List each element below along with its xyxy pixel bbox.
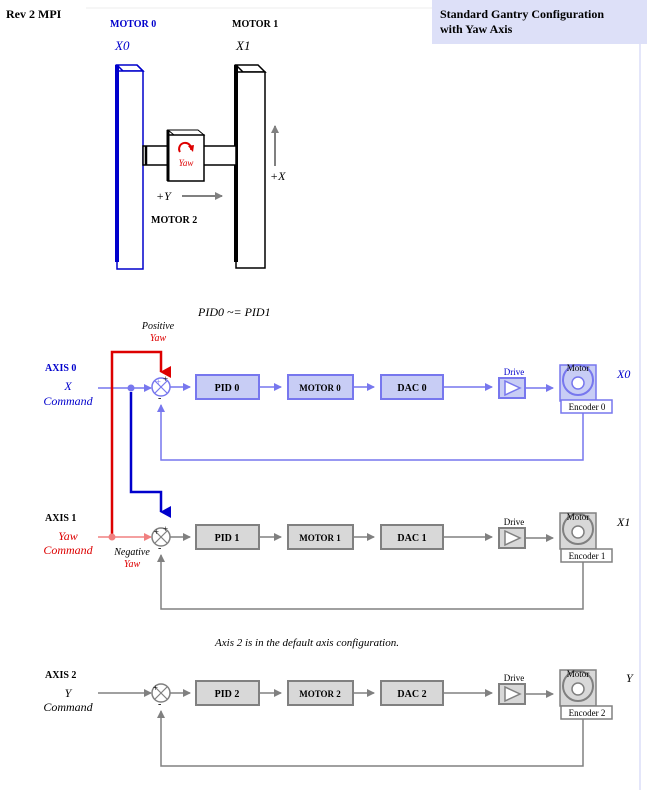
axis1-drive-label: Drive (504, 517, 525, 527)
axis2-dac-block (380, 680, 444, 706)
axis0-plus-left: + (156, 377, 161, 387)
axis2-note: Axis 2 is in the default axis configurat… (214, 637, 399, 649)
axis0-minus: - (158, 393, 161, 404)
axis0-dac-label: DAC 0 (397, 383, 426, 394)
axis0-encoder-label: Encoder 0 (569, 402, 606, 412)
title-line-2: with Yaw Axis (440, 22, 513, 36)
axis0-name: AXIS 0 (45, 363, 76, 374)
x1-label: X1 (235, 38, 250, 53)
axis2-command-1: Y (65, 686, 73, 700)
axis1-dac-label: DAC 1 (397, 533, 426, 544)
revision-label: Rev 2 MPI (6, 7, 62, 21)
axis0-feedback-path (157, 404, 584, 461)
axis0-command-1: X (63, 379, 72, 393)
axis1-motor-label: MOTOR 1 (299, 533, 341, 543)
axis1-plus-left: + (154, 527, 159, 537)
axis1-pid-label: PID 1 (215, 533, 240, 544)
axis1-motor-text: Motor (567, 512, 590, 522)
title-box: Standard Gantry Configuration with Yaw A… (432, 0, 647, 44)
axis1-feedback-path (157, 554, 584, 610)
axis2-dac-label: DAC 2 (397, 689, 426, 700)
axis1-output: X1 (616, 515, 630, 529)
axis1-command-2: Command (43, 543, 93, 557)
axis0-pid-label: PID 0 (215, 383, 240, 394)
axis2-pid-block (195, 680, 260, 706)
axis2-motor-label: MOTOR 2 (299, 689, 341, 699)
axis1-plus-top: + (163, 524, 168, 534)
yaw-carriage-label: Yaw (179, 158, 194, 168)
axis2-motor-text: Motor (567, 669, 590, 679)
axis0-motor-label: MOTOR 0 (299, 383, 341, 393)
axis2-encoder-block (560, 705, 613, 720)
motor0-column (116, 70, 144, 270)
axis0-drive-label: Drive (504, 367, 525, 377)
axis2-loop (98, 669, 613, 767)
axis0-plus-top: + (163, 374, 168, 384)
plus-x-label: +X (270, 169, 286, 183)
axis1-minus: - (158, 543, 161, 554)
axis2-encoder-label: Encoder 2 (569, 708, 606, 718)
motor0-label: MOTOR 0 (110, 19, 156, 30)
motor1-column (235, 71, 266, 269)
axis0-pid-block (195, 374, 260, 400)
x0-label: X0 (114, 38, 130, 53)
axis0-output: X0 (616, 367, 630, 381)
positive-yaw-line1: Positive (141, 321, 175, 332)
axis1-name: AXIS 1 (45, 513, 76, 524)
axis0-command-2: Command (43, 394, 93, 408)
axis1-encoder-block (560, 548, 613, 563)
negative-yaw-line1: Negative (113, 547, 150, 558)
motor1-label: MOTOR 1 (232, 19, 278, 30)
pid-equation: PID0 ~= PID1 (197, 305, 271, 319)
title-line-1: Standard Gantry Configuration (440, 7, 605, 21)
axis0-loop (98, 364, 613, 461)
axis0-encoder-block (560, 399, 613, 414)
axis2-pid-label: PID 2 (215, 689, 240, 700)
negative-yaw-line2: Yaw (124, 559, 141, 570)
plus-y-label: +Y (156, 189, 172, 203)
positive-yaw-line2: Yaw (150, 333, 167, 344)
revision-label-box: Rev 2 MPI (0, 0, 86, 28)
gantry-sketch: Yaw (115, 64, 279, 270)
x-command-cross-link (129, 392, 171, 518)
axis1-encoder-label: Encoder 1 (569, 551, 606, 561)
axis1-command-1: Yaw (58, 529, 78, 543)
axis2-name: AXIS 2 (45, 670, 76, 681)
axis1-dac-block (380, 524, 444, 550)
motor2-label: MOTOR 2 (151, 215, 197, 226)
axis2-drive-label: Drive (504, 673, 525, 683)
axis2-feedback-path (157, 710, 584, 767)
axis0-dac-block (380, 374, 444, 400)
axis2-command-2: Command (43, 700, 93, 714)
axis2-plus: + (153, 683, 158, 693)
axis0-motor-text: Motor (567, 363, 590, 373)
axis2-output: Y (626, 671, 634, 685)
axis1-loop (98, 512, 613, 610)
positive-yaw-link (110, 350, 171, 540)
axis2-minus: - (158, 699, 161, 710)
